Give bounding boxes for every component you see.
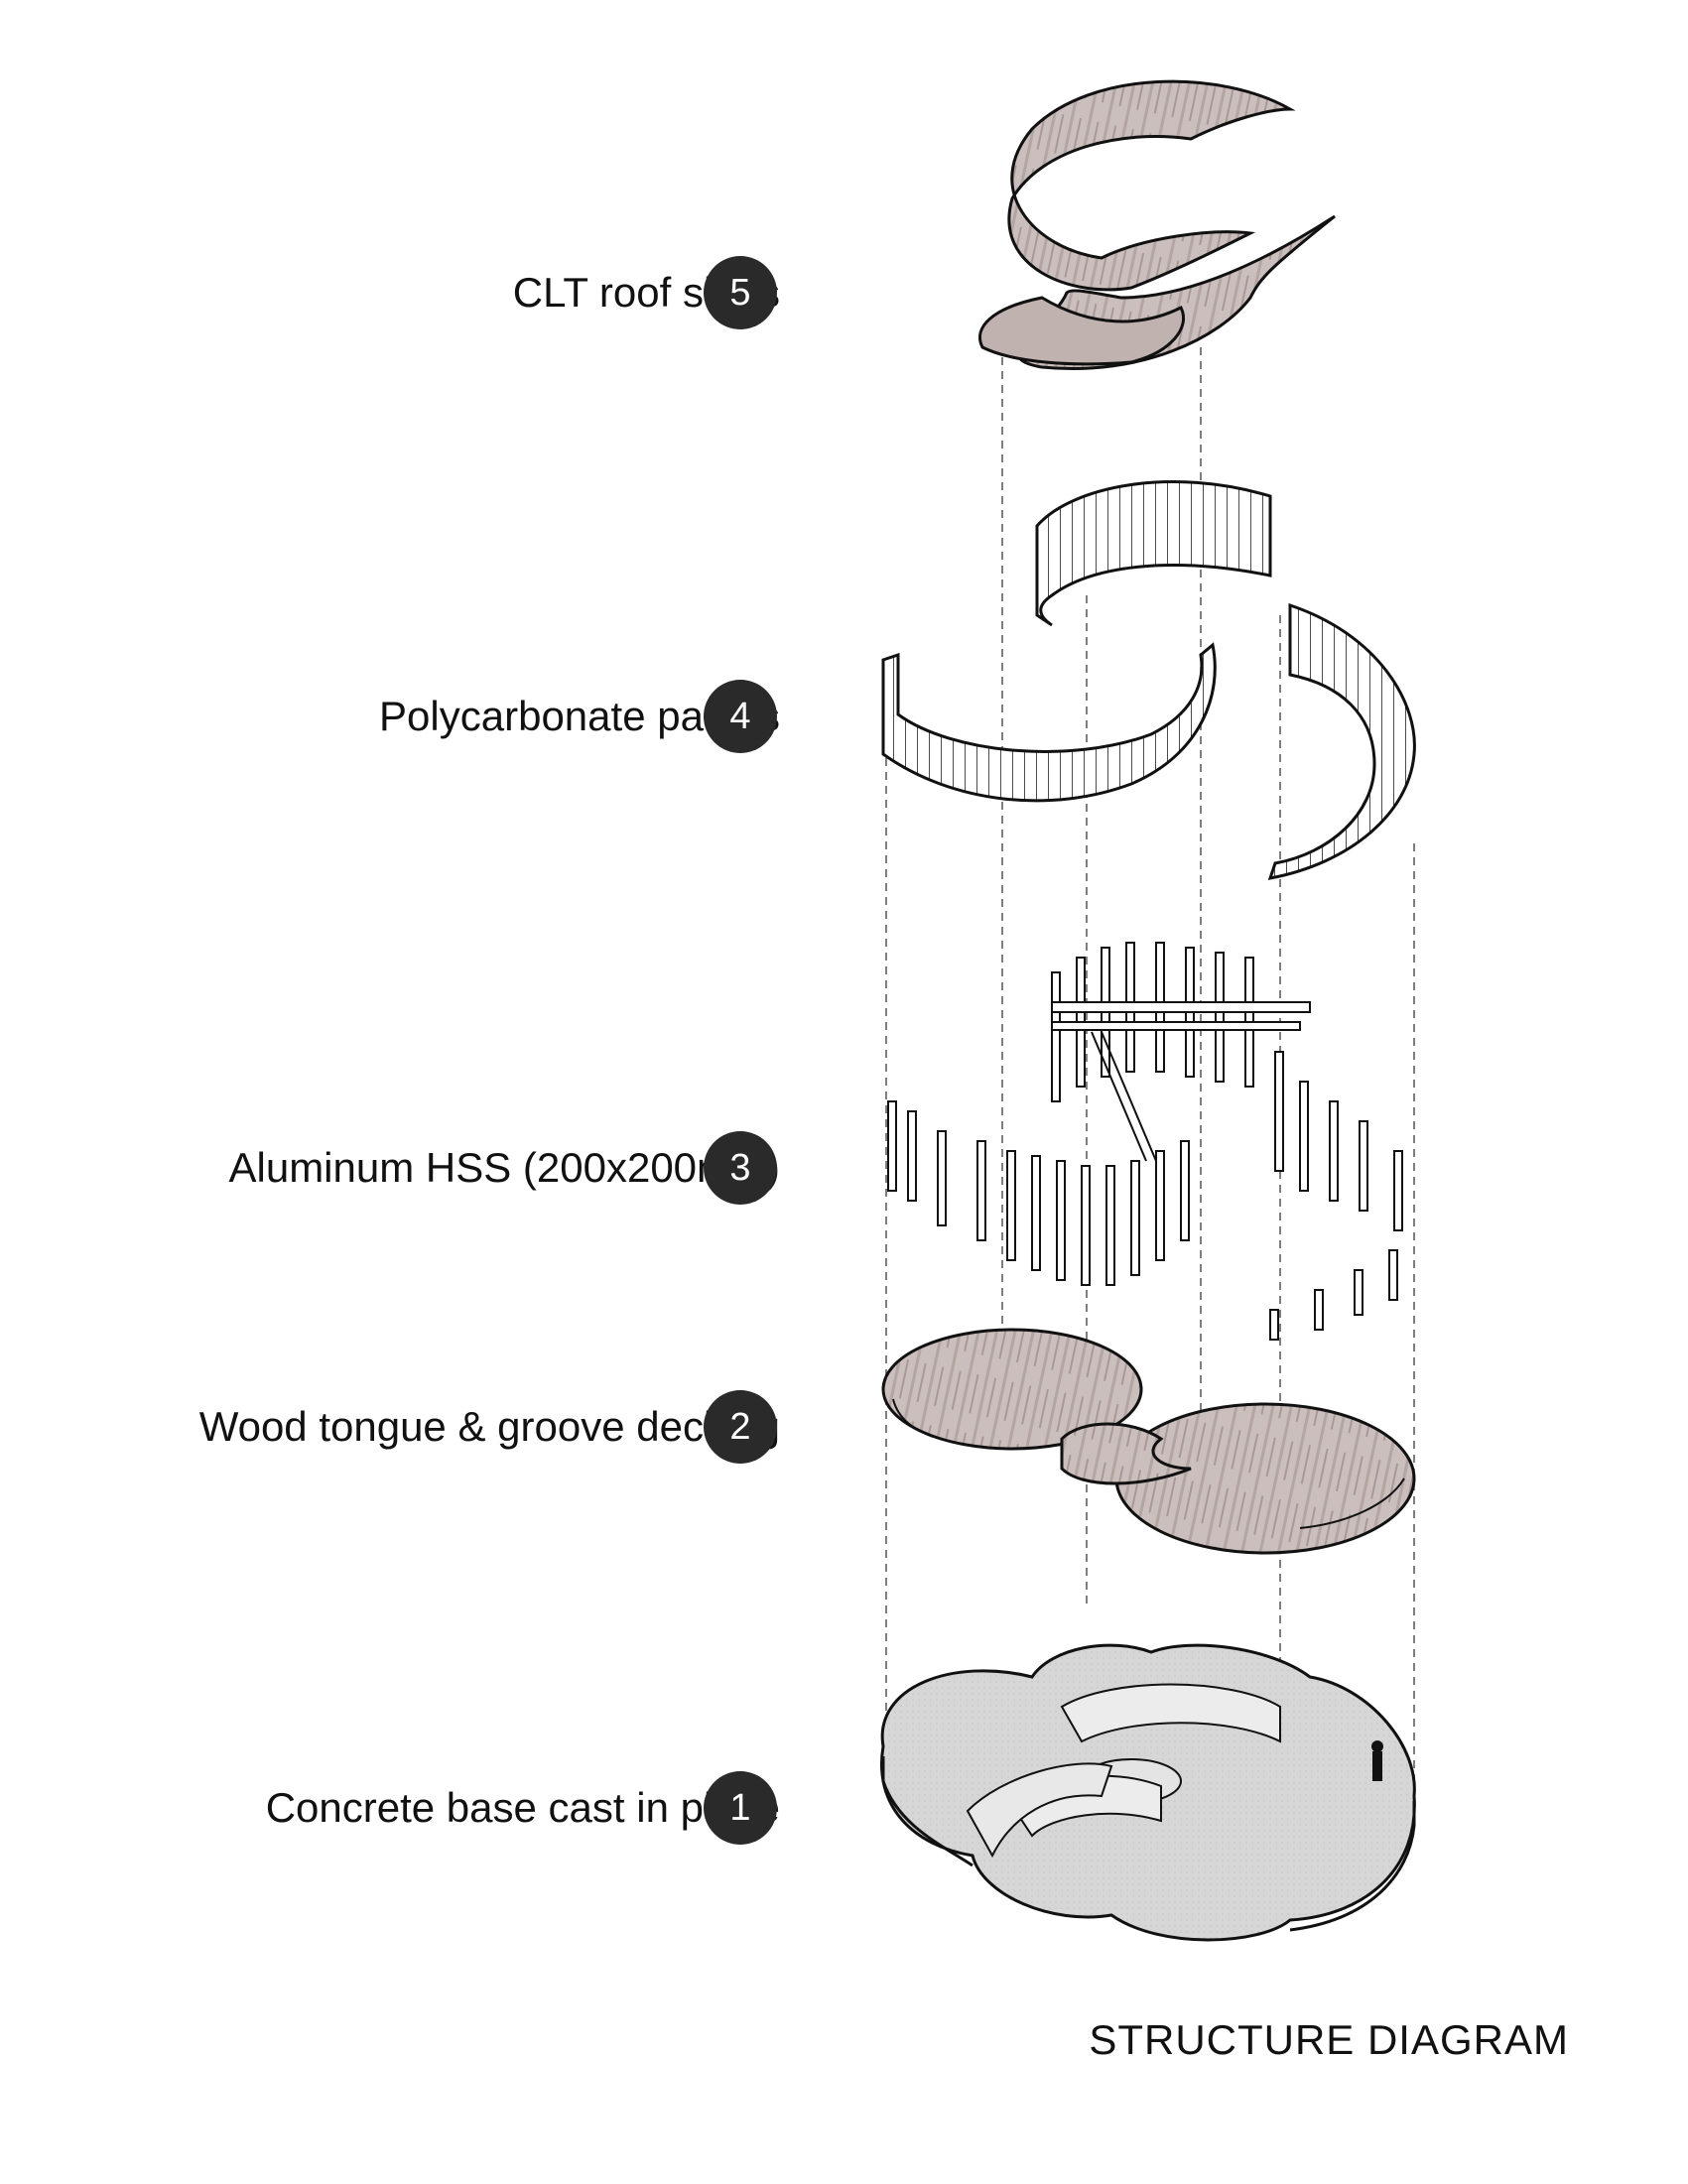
layer-3-badge: 3: [704, 1131, 777, 1205]
layer-2-badge: 2: [704, 1390, 777, 1464]
layer-3-label: Aluminum HSS (200x200mm): [228, 1144, 780, 1191]
layer-2-label: Wood tongue & groove decking: [198, 1403, 780, 1450]
diagram-caption: STRUCTURE DIAGRAM: [1089, 2016, 1569, 2063]
layer-1-badge: 1: [704, 1771, 777, 1845]
layer-4-badge: 4: [704, 680, 777, 753]
alignment-lines: [885, 347, 1415, 1826]
layer-1-label: Concrete base cast in place: [265, 1784, 780, 1831]
wood-decking-drawing: [881, 1328, 1416, 1555]
clt-roof-slabs-drawing: [978, 79, 1336, 371]
layer-5-badge: 5: [704, 256, 777, 329]
aluminum-hss-drawing: [887, 942, 1403, 1341]
polycarbonate-panels-drawing: [881, 480, 1416, 880]
concrete-base-drawing: [880, 1643, 1416, 1942]
